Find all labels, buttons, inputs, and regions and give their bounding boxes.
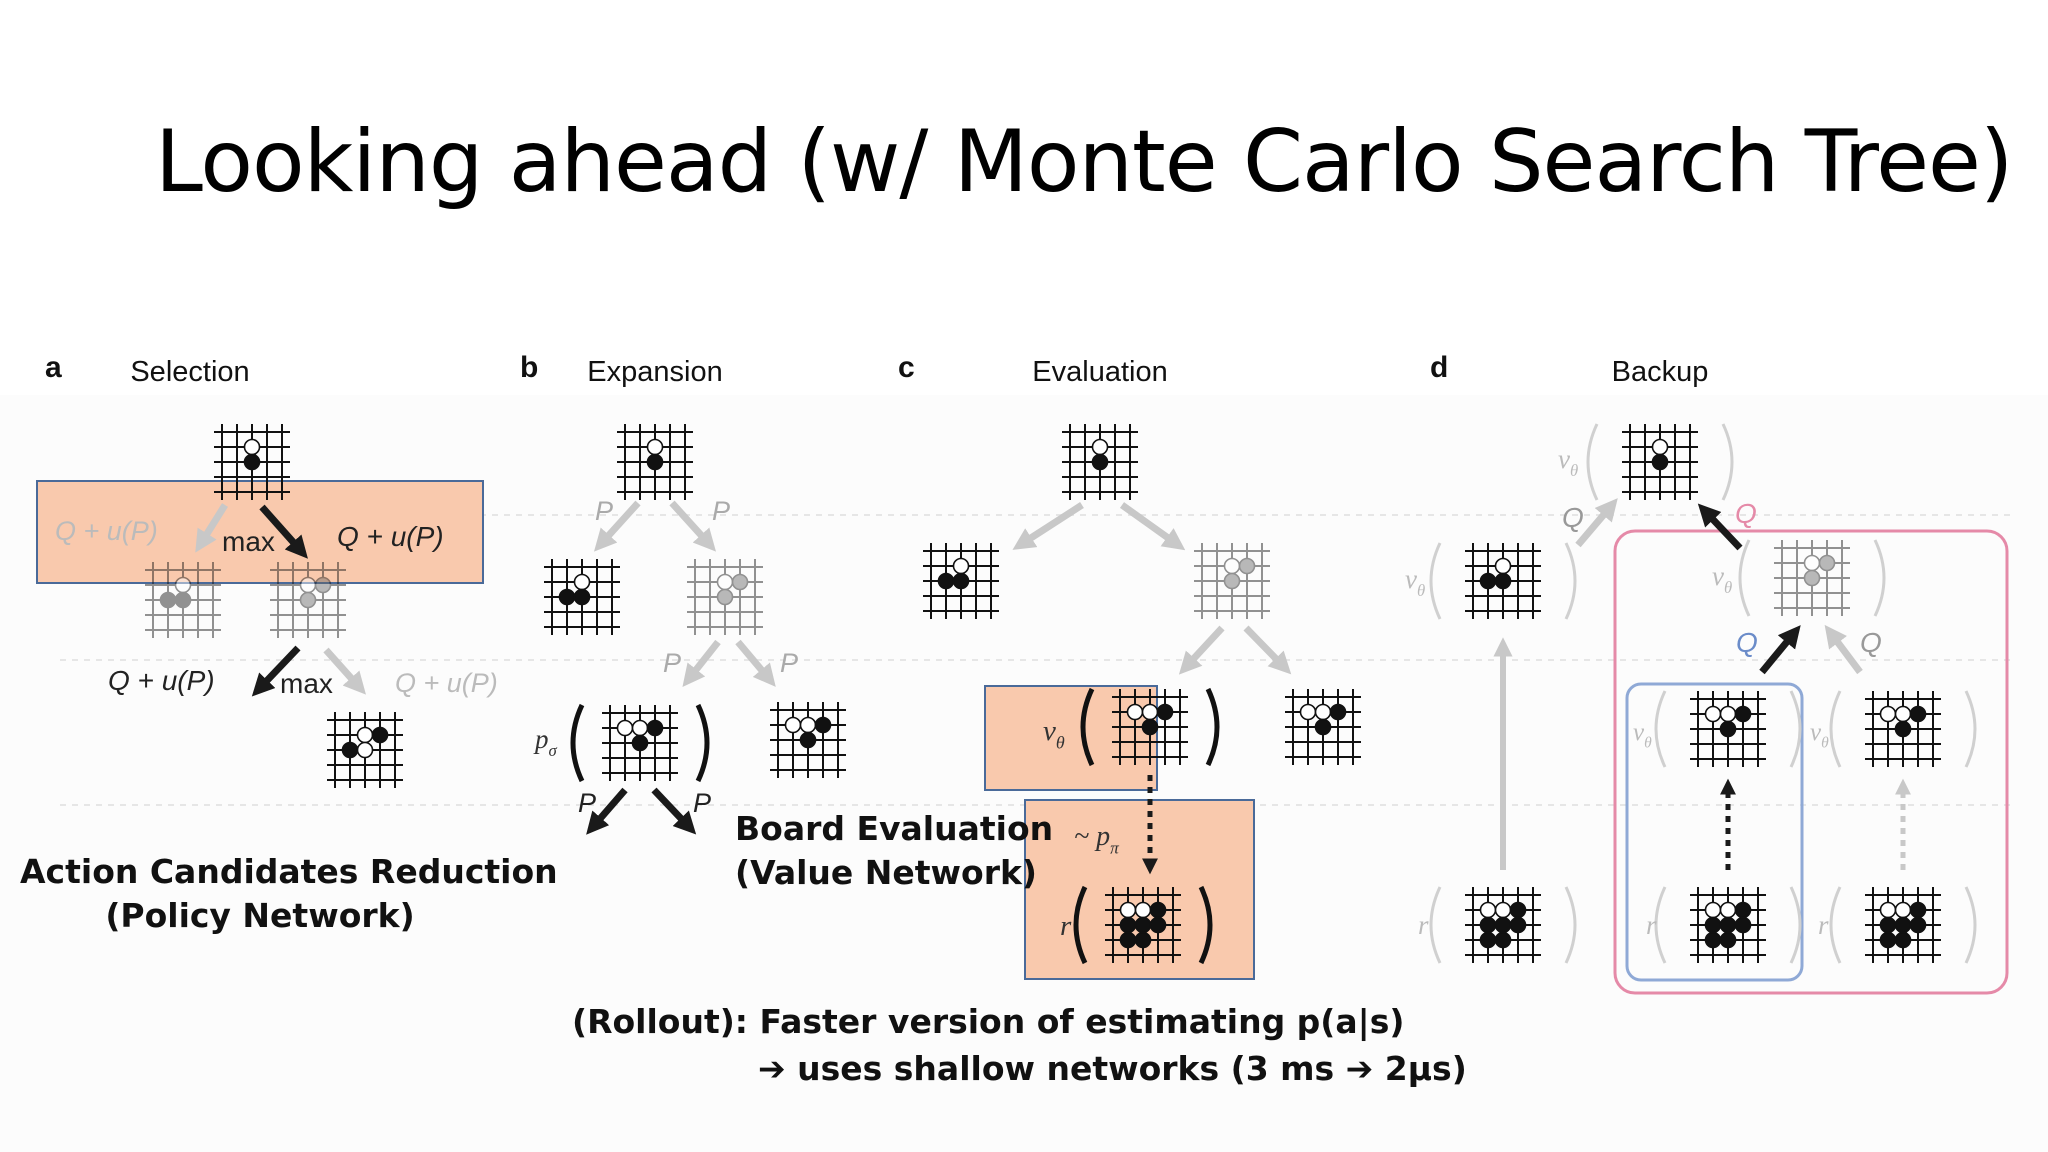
p-label: P [780,648,798,678]
backup-blue-box [1625,682,1804,982]
rollout-caption-line1: (Rollout): Faster version of estimating … [572,1002,1405,1041]
child-board-icon [923,543,999,619]
child-board-icon [687,559,763,635]
value-bracket [1586,423,1734,501]
q-plus-u-label: Q + u(P) [337,521,444,552]
max-label: max [280,668,333,699]
reward-bracket [1829,886,1977,964]
max-label: max [222,526,275,557]
panel-letter: b [520,351,538,384]
dark-arrow [651,787,697,835]
value-bracket [1829,690,1977,768]
rollout-board-icon [1865,887,1941,963]
expanded-board-icon [602,705,678,781]
reward-bracket [1429,886,1577,964]
value-bracket [1080,687,1220,767]
rollout-caption-line2: ➔ uses shallow networks (3 ms ➔ 2μs) [758,1049,1467,1088]
root-board-icon [1062,424,1138,500]
p-label: P [712,496,730,526]
grey-arrow [593,500,641,552]
dark-arrow [586,787,628,835]
root-board-icon [214,424,290,500]
p-label: P [663,648,681,678]
expanded-board-icon [770,702,846,778]
rollout-board-icon [1690,887,1766,963]
value-highlight-box [984,685,1158,791]
leaf-board-icon [1112,689,1188,765]
leaf-board-icon [1285,689,1361,765]
rollout-board-icon [1465,887,1541,963]
grey-arrow [1178,625,1225,675]
r-label: r [1646,910,1657,940]
root-board-icon [617,424,693,500]
panel-title: Evaluation [1032,356,1167,388]
grey-arrow [195,503,228,553]
p-label: P [578,788,596,818]
policy-bracket [570,703,710,783]
p-label: P [693,788,711,818]
value-bracket [1429,542,1577,620]
grey-arrow [735,639,776,687]
grey-arrow [1575,498,1618,548]
slide-title: Looking ahead (w/ Monte Carlo Search Tre… [155,112,2013,212]
q-plus-u-label: Q + u(P) [55,516,158,546]
child-board-icon [1194,543,1270,619]
child-board-icon [270,562,346,638]
r-label: r [1818,910,1829,940]
grey-arrow [323,647,366,695]
value-caption-line2: (Value Network) [735,853,1037,892]
policy-caption-line1: Action Candidates Reduction [20,852,558,891]
q-plus-u-label: Q + u(P) [395,668,498,698]
grey-arrow [1243,625,1292,675]
r-label: r [1060,910,1072,942]
child-board-icon [1465,543,1541,619]
leaf-board-icon [327,712,403,788]
panel-title: Selection [130,356,249,388]
grey-arrow [682,639,721,688]
reward-bracket [1073,885,1213,965]
value-bracket [1654,690,1802,768]
rollout-board-icon [1105,887,1181,963]
grey-arrow [1012,502,1084,550]
panel-title: Backup [1612,356,1709,388]
dark-arrow [259,504,308,559]
q-label: Q [1562,502,1584,533]
panel-letter: c [898,351,915,384]
grey-arrow [669,500,717,552]
backup-pink-box [1613,529,2009,995]
rollout-highlight-box [1024,799,1255,980]
leaf-board-icon [1865,691,1941,767]
q-label: Q [1736,627,1758,658]
dark-arrow [1697,503,1743,551]
policy-caption-line2: (Policy Network) [105,896,415,935]
panel-title: Expansion [587,356,722,388]
r-label: r [1418,910,1429,940]
policy-network-caption: Action Candidates Reduction (Policy Netw… [20,850,558,938]
q-label: Q [1735,498,1757,529]
child-board-icon [145,562,221,638]
q-label: Q [1860,627,1882,658]
panel-letter: a [45,351,62,384]
grey-arrow [1824,624,1863,675]
value-bracket [1738,539,1886,617]
selection-highlight-box [36,480,484,584]
child-board-icon [1774,540,1850,616]
grey-arrow [1119,502,1186,551]
value-network-caption: Board Evaluation (Value Network) [735,807,1054,895]
panel-letter: d [1430,351,1448,384]
value-caption-line1: Board Evaluation [735,809,1054,848]
q-plus-u-label: Q + u(P) [108,665,215,696]
dark-arrow [251,645,301,697]
reward-bracket [1654,886,1802,964]
p-label: P [595,496,613,526]
dark-arrow [1759,625,1801,675]
root-board-icon [1622,424,1698,500]
leaf-board-icon [1690,691,1766,767]
child-board-icon [544,559,620,635]
